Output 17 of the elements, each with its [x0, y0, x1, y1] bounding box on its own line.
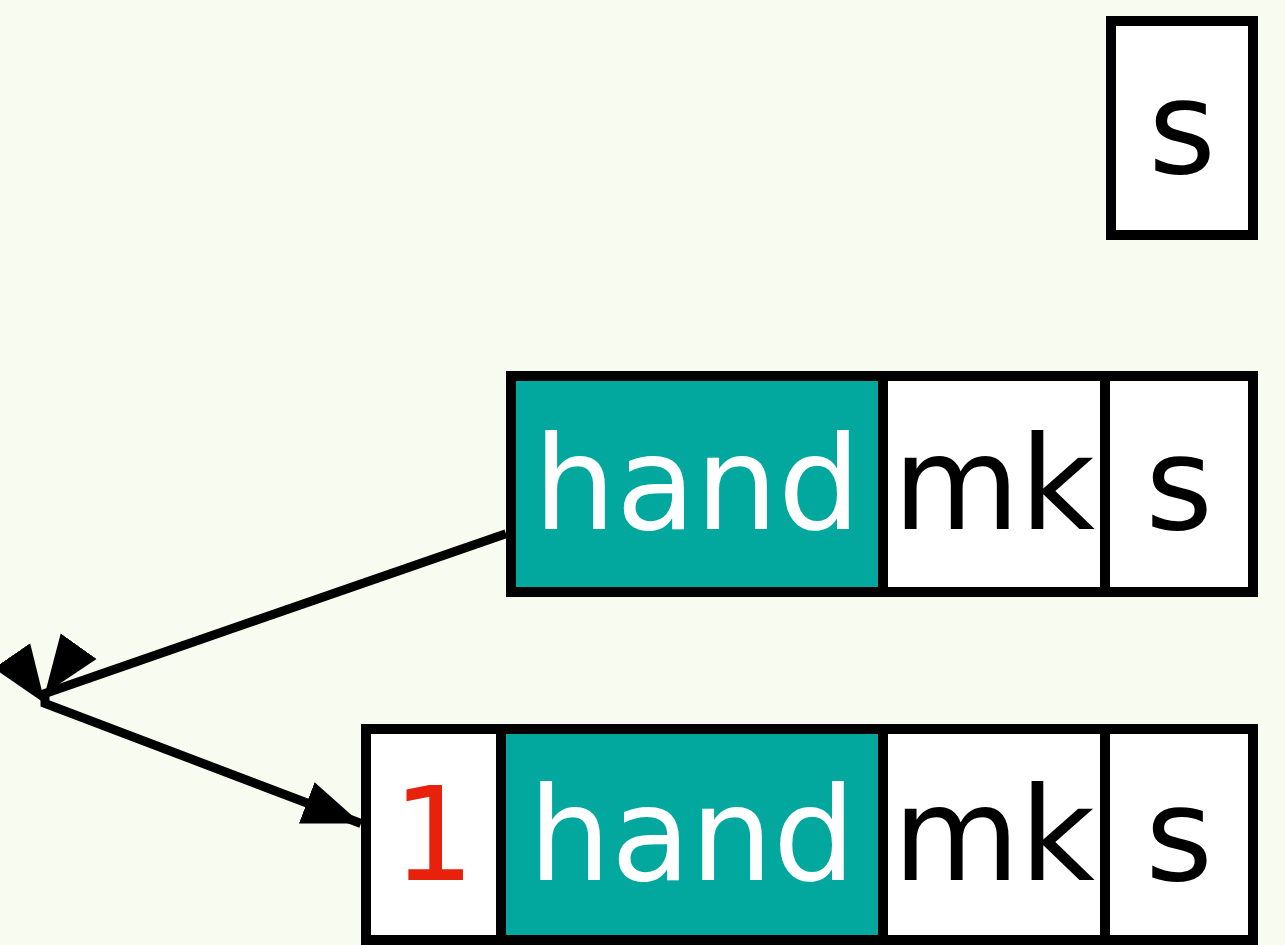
- cell-label: 1: [392, 769, 475, 900]
- cell-box: [1106, 16, 1258, 240]
- cell-label: mk: [893, 419, 1095, 549]
- cell-box: [1110, 371, 1258, 597]
- cell-box: [1110, 724, 1258, 945]
- cell-box: [888, 371, 1110, 597]
- cell-label: s: [1148, 63, 1216, 193]
- cell-label: hand: [528, 769, 856, 900]
- highlighted-cell-box: [506, 371, 888, 597]
- highlighted-cell-box: [506, 724, 888, 945]
- cell-box: [888, 724, 1110, 945]
- cell-label: hand: [533, 419, 861, 549]
- cell-label: mk: [893, 769, 1095, 900]
- cell-label: s: [1145, 769, 1213, 900]
- cell-label: s: [1145, 419, 1213, 549]
- cell-box: [361, 724, 506, 945]
- arrow: [0, 529, 508, 828]
